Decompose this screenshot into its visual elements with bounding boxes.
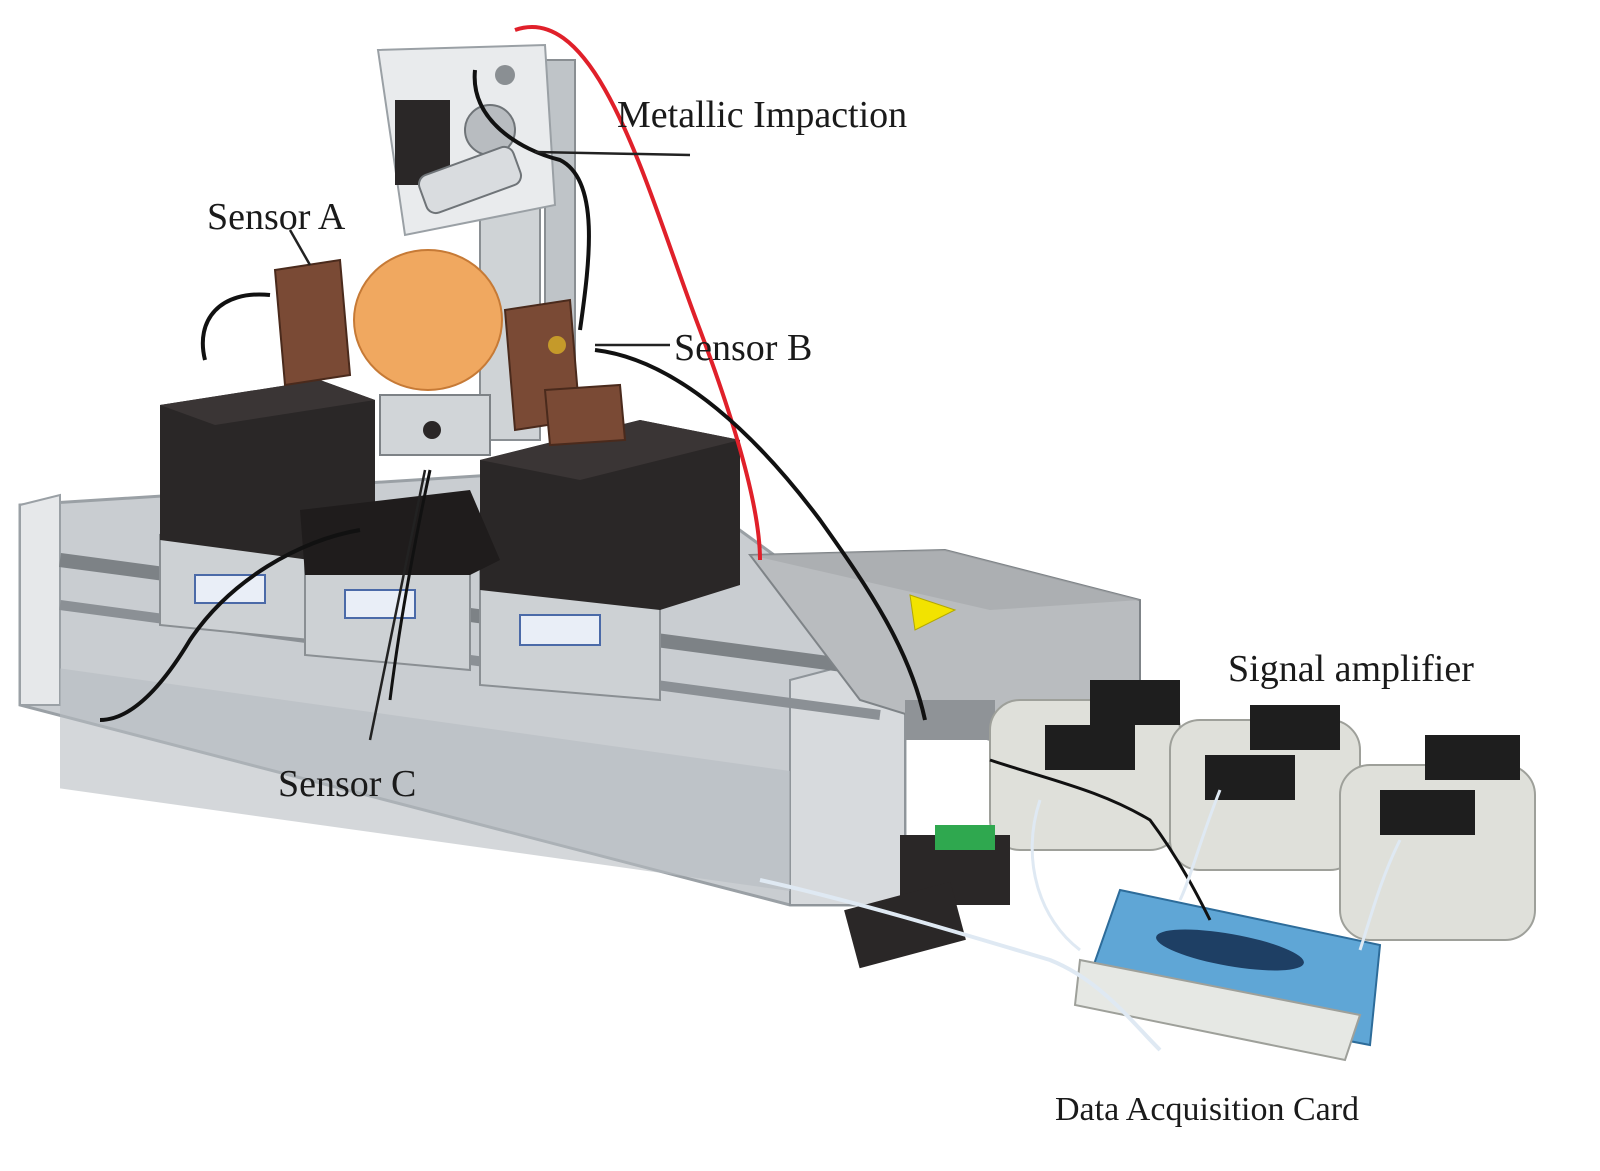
signal-amplifiers: [989, 680, 1536, 941]
cables: [99, 25, 1402, 1052]
foam-blocks: [160, 380, 740, 610]
label-signal-amplifier: Signal amplifier: [1228, 648, 1474, 690]
label-data-acquisition-card: Data Acquisition Card: [1055, 1091, 1360, 1128]
egg: [353, 249, 503, 391]
circuit-boards: [844, 825, 1010, 969]
label-sensor-b: Sensor B: [674, 327, 813, 369]
label-sensor-c: Sensor C: [278, 763, 417, 805]
leader-lines: [288, 150, 691, 741]
power-supply: [748, 548, 1141, 742]
label-sensor-a: Sensor A: [207, 196, 346, 238]
label-metallic-impaction: Metallic Impaction: [617, 94, 908, 136]
sensor-holders: [273, 258, 627, 456]
daq-card: [1073, 888, 1382, 1062]
